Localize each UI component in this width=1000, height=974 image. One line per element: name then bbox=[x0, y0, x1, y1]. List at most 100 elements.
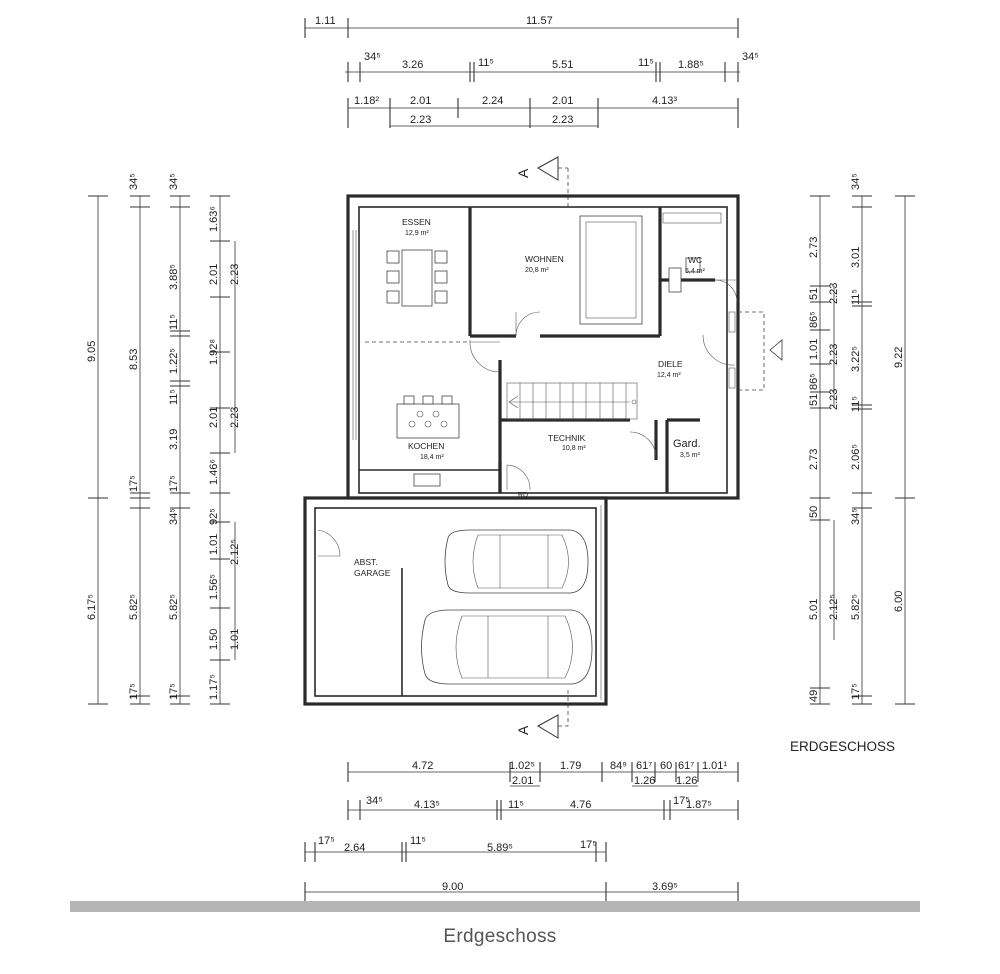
dim-text: 11⁵ bbox=[850, 289, 862, 305]
room-name: WOHNEN bbox=[525, 254, 564, 264]
car-icon bbox=[421, 609, 593, 685]
dim-text: 17⁵ bbox=[318, 835, 335, 847]
right-dimensions: 2.73 51 86⁵ 1.01 86⁵ 51 2.73 50 5.01 49 … bbox=[808, 173, 915, 705]
dim-text: 11⁵ bbox=[850, 396, 862, 412]
section-label: A bbox=[515, 725, 531, 735]
dim-text: 8.53 bbox=[128, 349, 140, 370]
dim-text: 1.17⁵ bbox=[208, 674, 220, 700]
dim-text: 17⁵ bbox=[580, 839, 597, 851]
dim-text: 2.64 bbox=[344, 842, 365, 854]
dim-text: 11⁵ bbox=[168, 389, 180, 405]
dim-text: 1.88⁵ bbox=[678, 59, 704, 71]
dim-text: 2.06⁵ bbox=[850, 444, 862, 470]
dim-text: 3.88⁵ bbox=[168, 264, 180, 290]
dim-text: 4.72 bbox=[412, 760, 433, 772]
dim-text: 3.69⁵ bbox=[652, 881, 678, 893]
dim-text: 4.76 bbox=[570, 799, 591, 811]
room-area: 3,5 m² bbox=[680, 452, 701, 459]
dim-text: 17⁵ bbox=[673, 795, 690, 807]
dim-text: 3.19 bbox=[168, 429, 180, 450]
dim-text: 2.73 bbox=[808, 237, 820, 258]
dim-text: 2.23 bbox=[229, 264, 241, 285]
dim-text: 61⁷ bbox=[678, 760, 694, 772]
dim-text: 4.13³ bbox=[652, 95, 677, 107]
dim-text: 11⁵ bbox=[638, 57, 654, 69]
room-name: ESSEN bbox=[402, 217, 431, 227]
dim-text: 3.26 bbox=[402, 59, 423, 71]
dim-text: 17⁵ bbox=[168, 475, 180, 492]
dim-text: 86⁵ bbox=[808, 373, 820, 390]
dim-text: 5.82⁵ bbox=[850, 594, 862, 620]
left-dimensions: 9.05 6.17⁵ 34⁵ 8.53 17⁵ 5.82⁵ 17⁵ 34⁵ 3.… bbox=[86, 173, 241, 705]
dim-text: 34⁵ bbox=[128, 173, 140, 190]
dim-text: 51 bbox=[808, 394, 820, 406]
dim-text: 6.17⁵ bbox=[86, 594, 98, 620]
top-dimensions: 1.11 11.57 34⁵ 3.26 11⁵ 5.51 11⁵ 1.88⁵ 3… bbox=[304, 15, 759, 128]
room-name: KOCHEN bbox=[408, 441, 444, 451]
room-name: WC bbox=[688, 255, 702, 265]
dim-text: 2.01 bbox=[208, 407, 220, 428]
dim-text: 1.18² bbox=[354, 95, 379, 107]
dim-text: 84⁹ bbox=[610, 760, 627, 772]
dim-text: 2.23 bbox=[410, 114, 431, 126]
room-area: 20,8 m² bbox=[525, 267, 549, 274]
dim-text: 2.73 bbox=[808, 449, 820, 470]
dim-text: 1.92⁸ bbox=[208, 339, 220, 365]
dim-text: 1.79 bbox=[560, 760, 581, 772]
dim-text: 2.01 bbox=[552, 95, 573, 107]
dim-text: 11⁵ bbox=[168, 314, 180, 330]
dim-text: 1.63⁶ bbox=[208, 206, 220, 232]
dim-text: 2.23 bbox=[828, 283, 840, 304]
house-walls bbox=[346, 194, 740, 500]
dim-text: 1.50 bbox=[208, 629, 220, 650]
room-name: TECHNIK bbox=[548, 433, 586, 443]
room-area: 12,9 m² bbox=[405, 230, 429, 237]
dim-text: 1.26 bbox=[634, 775, 655, 787]
dim-text: 86⁵ bbox=[808, 311, 820, 328]
room-area: 10,8 m² bbox=[562, 445, 586, 452]
room-area: 18,4 m² bbox=[420, 454, 444, 461]
dim-text: 1.01 bbox=[229, 629, 241, 650]
doors bbox=[317, 279, 783, 557]
dim-text: 34⁵ bbox=[850, 173, 862, 190]
dim-text: 60 bbox=[660, 760, 672, 772]
dim-text: 2.23 bbox=[552, 114, 573, 126]
dim-text: 2.01 bbox=[410, 95, 431, 107]
dim-text: 17⁵ bbox=[850, 683, 862, 700]
room-name: GARAGE bbox=[354, 568, 391, 578]
dim-text: 17⁵ bbox=[128, 475, 140, 492]
dim-text: 1.01 bbox=[808, 339, 820, 360]
furniture bbox=[386, 212, 722, 487]
dim-text: 17⁵ bbox=[128, 683, 140, 700]
dim-text: 34⁵ bbox=[364, 51, 381, 63]
room-name: ABST. bbox=[354, 557, 378, 567]
dim-text: 1.02⁵ bbox=[509, 760, 535, 772]
dim-text: 1.46⁶ bbox=[208, 459, 220, 485]
car-icon bbox=[444, 529, 589, 594]
dim-text: 2.12⁵ bbox=[229, 539, 241, 565]
dim-text: 5.82⁵ bbox=[168, 594, 180, 620]
room-name: Gard. bbox=[673, 438, 701, 450]
dim-text: 34⁵ bbox=[366, 795, 383, 807]
dim-text: 5.51 bbox=[552, 59, 573, 71]
dim-text: 34⁵ bbox=[168, 173, 180, 190]
dim-text: 5.01 bbox=[808, 599, 820, 620]
room-name: RD bbox=[518, 492, 528, 499]
dim-text: 1.22⁵ bbox=[168, 348, 180, 374]
dim-text: 34⁵ bbox=[168, 508, 180, 525]
dim-text: 5.82⁵ bbox=[128, 594, 140, 620]
dim-text: 11.57 bbox=[526, 15, 553, 27]
dim-text: 61⁷ bbox=[636, 760, 652, 772]
dim-text: 11⁵ bbox=[410, 835, 426, 847]
dim-text: 34⁵ bbox=[742, 51, 759, 63]
dim-text: 2.23 bbox=[229, 407, 241, 428]
dim-text: 2.01 bbox=[208, 264, 220, 285]
section-marker-top: A bbox=[515, 156, 569, 210]
dim-text: 1.11 bbox=[315, 15, 336, 27]
dim-text: 2.23 bbox=[828, 344, 840, 365]
dim-text: 5.89⁵ bbox=[487, 842, 513, 854]
dim-text: 50 bbox=[808, 506, 820, 518]
dim-text: 2.24 bbox=[482, 95, 503, 107]
dim-text: 17⁵ bbox=[168, 683, 180, 700]
